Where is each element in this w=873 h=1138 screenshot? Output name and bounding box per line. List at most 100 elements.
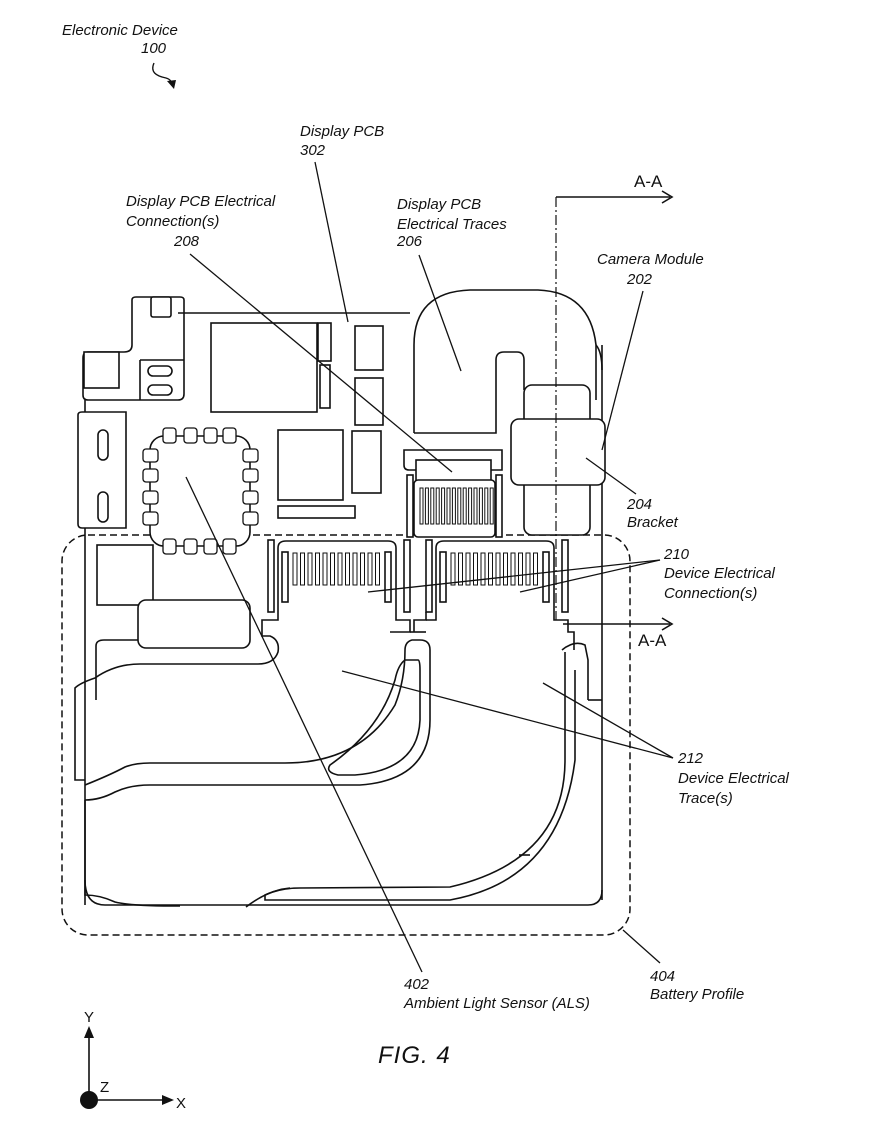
leader-202 — [601, 290, 644, 451]
label-battery-profile: Battery Profile — [650, 986, 744, 1003]
connector-pin — [473, 487, 478, 525]
section-mark-top: A-A — [634, 172, 663, 191]
connector-pin — [419, 487, 424, 525]
section-line-horizontal: A-A — [563, 617, 674, 650]
connector-pin — [510, 552, 516, 586]
connector-pin — [462, 487, 467, 525]
connector-pin — [468, 487, 473, 525]
connector-pin — [478, 487, 483, 525]
ref-210: 210 — [663, 546, 690, 563]
connector-pin — [367, 552, 373, 586]
connector-pin — [473, 552, 478, 586]
battery-profile-outline — [61, 534, 631, 936]
device-flex-trace — [74, 612, 602, 908]
leader-404 — [622, 929, 661, 964]
connector-pin — [465, 552, 471, 586]
connector-pin — [450, 552, 456, 586]
ref-404: 404 — [650, 968, 675, 985]
label-device-traces-2: Trace(s) — [678, 790, 733, 807]
connector-pin — [446, 487, 451, 525]
display-pcb-connector — [403, 449, 503, 538]
connector-pin — [503, 552, 508, 586]
device-connector-left-pins — [292, 552, 380, 586]
component-square — [96, 544, 154, 606]
label-display-pcb-traces-2: Electrical Traces — [397, 216, 507, 233]
leader-402 — [185, 476, 423, 973]
y-axis-label: Y — [84, 1009, 94, 1026]
connector-pin — [330, 552, 335, 586]
connector-pin — [533, 552, 538, 586]
connector-pin — [441, 487, 446, 525]
leader-210a — [367, 559, 661, 593]
connector-pin — [525, 552, 531, 586]
ref-202: 202 — [626, 271, 653, 288]
connector-pin — [315, 552, 320, 586]
connector-pin — [337, 552, 343, 586]
connector-pin — [488, 552, 493, 586]
y-axis-arrow-icon — [84, 1026, 94, 1038]
leader-lines — [185, 161, 674, 973]
label-display-pcb: Display PCB — [300, 123, 384, 140]
device-housing — [82, 296, 603, 906]
label-display-pcb-traces-1: Display PCB — [397, 196, 481, 213]
leader-302 — [314, 161, 349, 323]
connector-pin — [458, 552, 463, 586]
device-connector-right — [425, 539, 569, 613]
callout-device-connections: 210 Device Electrical Connection(s) — [663, 546, 776, 602]
label-device-connections-1: Device Electrical — [664, 565, 776, 582]
connector-pin — [307, 552, 313, 586]
label-als: Ambient Light Sensor (ALS) — [403, 995, 590, 1012]
callout-display-pcb: Display PCB 302 — [300, 123, 384, 159]
ref-206: 206 — [396, 233, 423, 250]
label-bracket: Bracket — [627, 514, 679, 531]
device-connector-left — [267, 539, 411, 613]
als-pads — [142, 427, 259, 555]
connector-pin — [451, 487, 456, 525]
connector-pin — [352, 552, 358, 586]
device-callout: Electronic Device 100 — [62, 22, 178, 89]
label-device-connections-2: Connection(s) — [664, 585, 757, 602]
section-mark-side: A-A — [638, 631, 667, 650]
connector-pin — [457, 487, 462, 525]
ambient-light-sensor — [142, 427, 259, 555]
connector-pin — [300, 552, 305, 586]
component-block — [137, 599, 251, 649]
ref-204: 204 — [626, 496, 652, 513]
connector-pin — [480, 552, 486, 586]
callout-display-pcb-connections: Display PCB Electrical Connection(s) 208 — [126, 193, 276, 250]
leader-212b — [542, 682, 674, 759]
ref-208: 208 — [173, 233, 200, 250]
figure-caption: FIG. 4 — [378, 1042, 451, 1069]
connector-pin — [345, 552, 350, 586]
connector-pin — [424, 487, 429, 525]
callout-bracket: 204 Bracket — [626, 496, 679, 531]
leader-208 — [189, 253, 453, 473]
connector-pin — [430, 487, 435, 525]
display-pcb-components — [210, 322, 384, 519]
connector-pin — [322, 552, 328, 586]
leader-210b — [519, 559, 661, 593]
display-connector-pins — [419, 487, 494, 525]
device-connector-right-pins — [450, 552, 538, 586]
connector-pin — [495, 552, 501, 586]
callout-battery-profile: 404 Battery Profile — [650, 968, 744, 1003]
connector-pin — [435, 487, 440, 525]
side-button-panel — [77, 411, 127, 529]
connector-pin — [518, 552, 523, 586]
device-arrow-head — [167, 80, 176, 89]
label-camera-module: Camera Module — [597, 251, 704, 268]
label-display-pcb-connections-2: Connection(s) — [126, 213, 219, 230]
ref-212: 212 — [677, 750, 704, 767]
ref-302: 302 — [300, 142, 326, 159]
leader-204 — [585, 457, 637, 495]
device-ref: 100 — [141, 40, 167, 57]
z-axis-dot-icon — [80, 1091, 98, 1109]
x-axis-arrow-icon — [162, 1095, 174, 1105]
bracket — [510, 418, 606, 486]
connector-pin — [360, 552, 365, 586]
callout-display-pcb-traces: Display PCB Electrical Traces 206 — [396, 196, 507, 250]
callout-device-traces: 212 Device Electrical Trace(s) — [677, 750, 790, 807]
leader-212a — [341, 670, 674, 759]
connector-pin — [292, 552, 298, 586]
